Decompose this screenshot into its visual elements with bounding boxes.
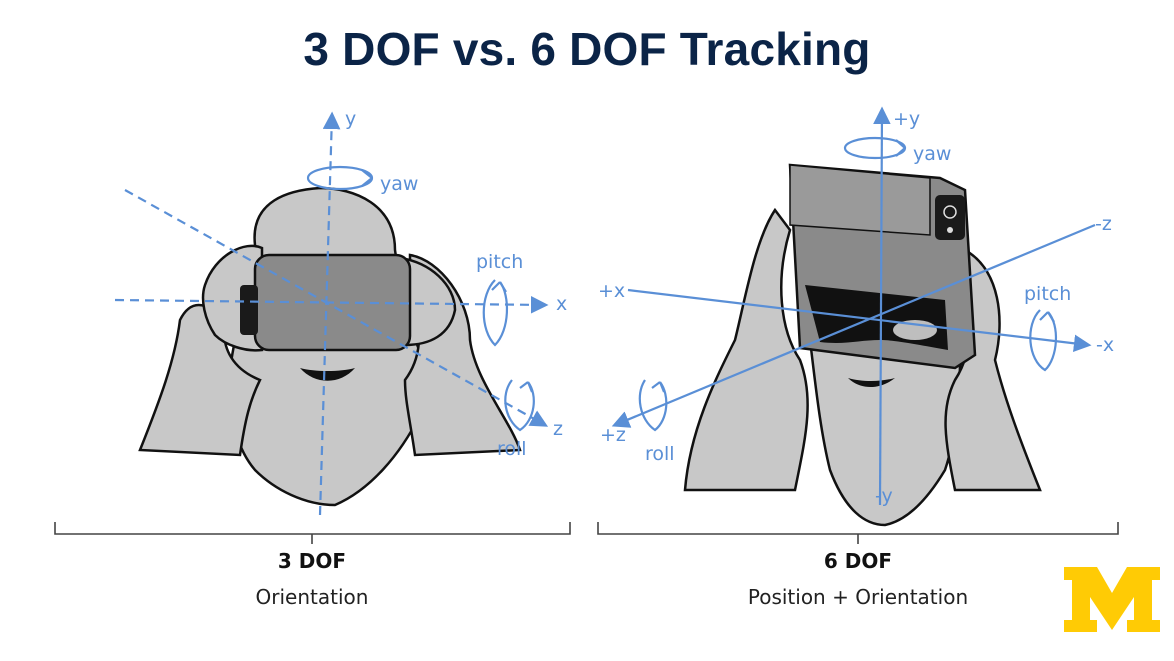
- right-label-pos-y: +y: [893, 108, 920, 130]
- left-hand-right: [398, 256, 457, 347]
- right-roll-rotation-icon: [638, 379, 668, 432]
- left-figure: [138, 186, 522, 507]
- left-label-y: y: [345, 108, 356, 130]
- right-label-neg-z: -z: [1095, 213, 1112, 235]
- right-label-neg-y: -y: [875, 485, 893, 507]
- right-label-roll: roll: [645, 443, 675, 465]
- right-axis-x: [627, 288, 1092, 353]
- camera-lens-icon: [943, 205, 957, 219]
- left-axis-z: [124, 189, 549, 427]
- left-label-yaw: yaw: [380, 173, 418, 195]
- right-label-pos-x: +x: [598, 280, 625, 302]
- left-pitch-rotation-icon: [482, 279, 509, 347]
- left-label-roll: roll: [497, 438, 527, 460]
- left-label-z: z: [553, 418, 563, 440]
- right-label-pitch: pitch: [1024, 283, 1071, 305]
- right-bracket: [597, 522, 1119, 544]
- left-caption-heading: 3 DOF: [278, 549, 346, 573]
- university-block-m-logo: [1064, 567, 1160, 632]
- left-label-x: x: [556, 293, 567, 315]
- left-axes: [114, 111, 549, 516]
- left-axis-x: [114, 296, 549, 314]
- right-axis-y: [873, 106, 891, 506]
- slide-title: 3 DOF vs. 6 DOF Tracking: [303, 23, 871, 75]
- left-headset-strap: [240, 285, 258, 335]
- left-axis-y: [318, 111, 341, 516]
- right-label-pos-z: +z: [600, 424, 626, 446]
- right-figure: [683, 163, 1042, 527]
- right-caption-heading: 6 DOF: [824, 549, 892, 573]
- right-headset-top: [789, 164, 931, 236]
- right-axis-z: [611, 223, 1096, 428]
- right-label-yaw: yaw: [913, 143, 951, 165]
- left-label-pitch: pitch: [476, 251, 523, 273]
- left-bracket: [54, 522, 571, 544]
- left-caption-subheading: Orientation: [256, 585, 369, 609]
- right-mouth: [848, 378, 895, 387]
- right-axes: [611, 106, 1096, 506]
- right-pitch-rotation-icon: [1029, 309, 1058, 372]
- right-caption-subheading: Position + Orientation: [748, 585, 968, 609]
- left-mouth: [300, 368, 355, 381]
- right-label-neg-x: -x: [1096, 334, 1114, 356]
- left-roll-rotation-icon: [504, 379, 535, 432]
- right-arm-left: [683, 207, 809, 492]
